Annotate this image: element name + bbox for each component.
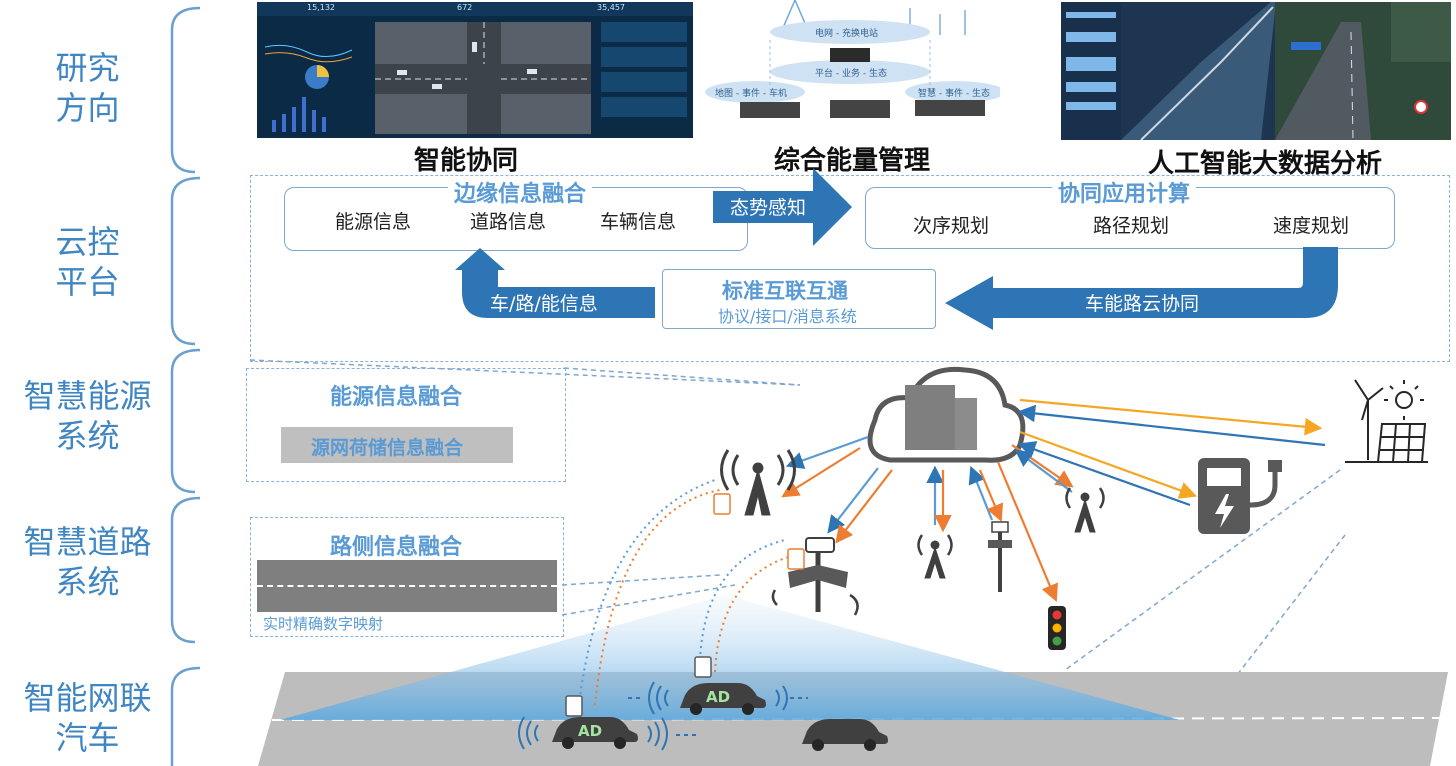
energy-label-middle: 平台 - 业务 - 生态 (815, 69, 887, 79)
energy-label-top: 电网 - 充换电站 (815, 29, 878, 39)
edge-item-energy: 能源信息 (335, 211, 412, 233)
caption-energy-management: 综合能量管理 (774, 146, 931, 176)
layer-label-platform: 云控 平台 (55, 223, 120, 301)
ad-label-rear: AD (578, 722, 603, 740)
ad-label-front: AD (706, 688, 731, 706)
digital-road-strip (257, 560, 557, 612)
energy-fusion-title: 能源信息融合 (330, 385, 463, 410)
energy-management-diagram: 电网 - 充换电站 平台 - 业务 - 生态 地图 - 事件 - 车机 智慧 -… (700, 0, 1000, 138)
layer-label-research: 研究 方向 (55, 49, 120, 127)
collaboration-label: 车能路云协同 (1085, 293, 1200, 315)
stat-value: 15,132 (307, 3, 335, 12)
vehicle-road-energy-info-label: 车/路/能信息 (490, 293, 598, 315)
source-grid-load-storage-label: 源网荷储信息融合 (311, 437, 464, 459)
standard-subtitle: 协议/接口/消息系统 (718, 307, 857, 326)
energy-label-right: 智慧 - 事件 - 生态 (918, 89, 990, 99)
roadside-fusion-box (250, 517, 564, 637)
caption-smart-collab: 智能协同 (414, 146, 519, 176)
collab-item-speed: 速度规划 (1273, 215, 1350, 237)
layer-label-road: 智慧道路 系统 (23, 523, 152, 601)
layer-label-energy: 智慧能源 系统 (23, 377, 152, 455)
caption-ai-bigdata: 人工智能大数据分析 (1148, 149, 1383, 179)
ai-bigdata-screenshot (1061, 2, 1451, 140)
edge-item-vehicle: 车辆信息 (600, 211, 677, 233)
edge-fusion-title: 边缘信息融合 (448, 176, 593, 208)
energy-label-left: 地图 - 事件 - 车机 (715, 89, 787, 99)
stat-value: 672 (457, 3, 473, 12)
collab-item-order: 次序规划 (913, 215, 990, 237)
energy-fusion-box (246, 368, 566, 482)
layer-label-vehicle: 智能网联 汽车 (23, 679, 152, 757)
standard-title: 标准互联互通 (722, 279, 848, 303)
edge-item-road: 道路信息 (470, 211, 547, 233)
digital-mapping-caption: 实时精确数字映射 (263, 615, 384, 633)
situation-awareness-label: 态势感知 (730, 197, 807, 219)
stat-value: 35,457 (597, 3, 625, 12)
standard-box (662, 269, 936, 329)
collab-compute-title: 协同应用计算 (1052, 176, 1197, 208)
collab-item-path: 路径规划 (1093, 215, 1170, 237)
smart-collab-screenshot: 15,132 672 35,457 (257, 2, 693, 138)
source-grid-load-storage-bar (281, 427, 513, 463)
roadside-fusion-title: 路侧信息融合 (330, 535, 463, 560)
platform-container (250, 175, 1450, 362)
